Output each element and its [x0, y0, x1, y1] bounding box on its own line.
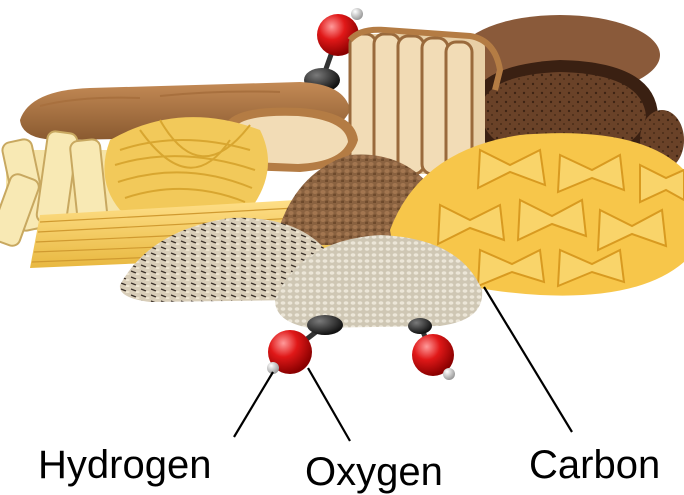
oxygen-leader-line	[308, 368, 350, 441]
hydrogen-label: Hydrogen	[38, 445, 211, 485]
hydrogen-leader-line	[234, 372, 273, 437]
carbon-label: Carbon	[529, 445, 660, 485]
oxygen-label: Oxygen	[305, 452, 443, 492]
carbon-leader-line	[484, 287, 572, 432]
